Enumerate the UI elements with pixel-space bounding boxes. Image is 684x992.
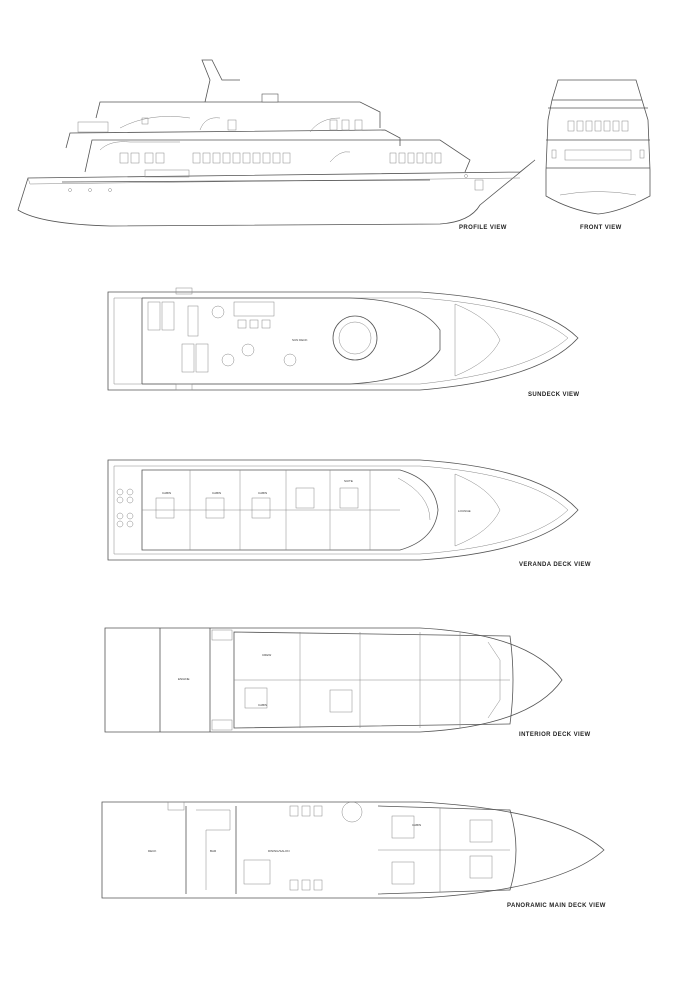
main-cabin-label: CABIN — [412, 823, 421, 827]
interior-crew-label: CREW — [262, 653, 271, 657]
main-dining-label: DINING/SALON — [268, 849, 290, 853]
veranda-deck-view-label: VERANDA DECK VIEW — [519, 562, 591, 568]
interior-engine-label: ENGINE — [178, 677, 190, 681]
veranda-lounge-label: LOUNGE — [458, 509, 471, 513]
main-bar-label: BAR — [210, 849, 217, 853]
veranda-cabin-label: CABIN — [162, 491, 171, 495]
main-deck-view-drawing: DECK BAR DINING/SALON CABIN — [101, 801, 605, 899]
veranda-deck-view-drawing: CABIN CABIN CABIN SUITE LOUNGE — [107, 459, 579, 561]
sundeck-room-label: SUN DECK — [292, 338, 308, 342]
veranda-cabin-label-2: CABIN — [212, 491, 221, 495]
profile-view-label: PROFILE VIEW — [459, 225, 507, 231]
sundeck-view-drawing: SUN DECK — [107, 287, 579, 391]
front-view-label: FRONT VIEW — [580, 225, 622, 231]
main-deck-aft-label: DECK — [148, 849, 156, 853]
veranda-cabin-label-3: CABIN — [258, 491, 267, 495]
panoramic-main-deck-view-label: PANORAMIC MAIN DECK VIEW — [507, 903, 606, 909]
sundeck-view-label: SUNDECK VIEW — [528, 392, 580, 398]
front-view-drawing — [545, 79, 651, 215]
profile-view-drawing — [17, 59, 536, 227]
interior-deck-view-label: INTERIOR DECK VIEW — [519, 732, 591, 738]
interior-deck-view-drawing: ENGINE CREW CABIN — [104, 627, 563, 733]
interior-cabin-label: CABIN — [258, 703, 267, 707]
veranda-suite-label: SUITE — [344, 479, 353, 483]
